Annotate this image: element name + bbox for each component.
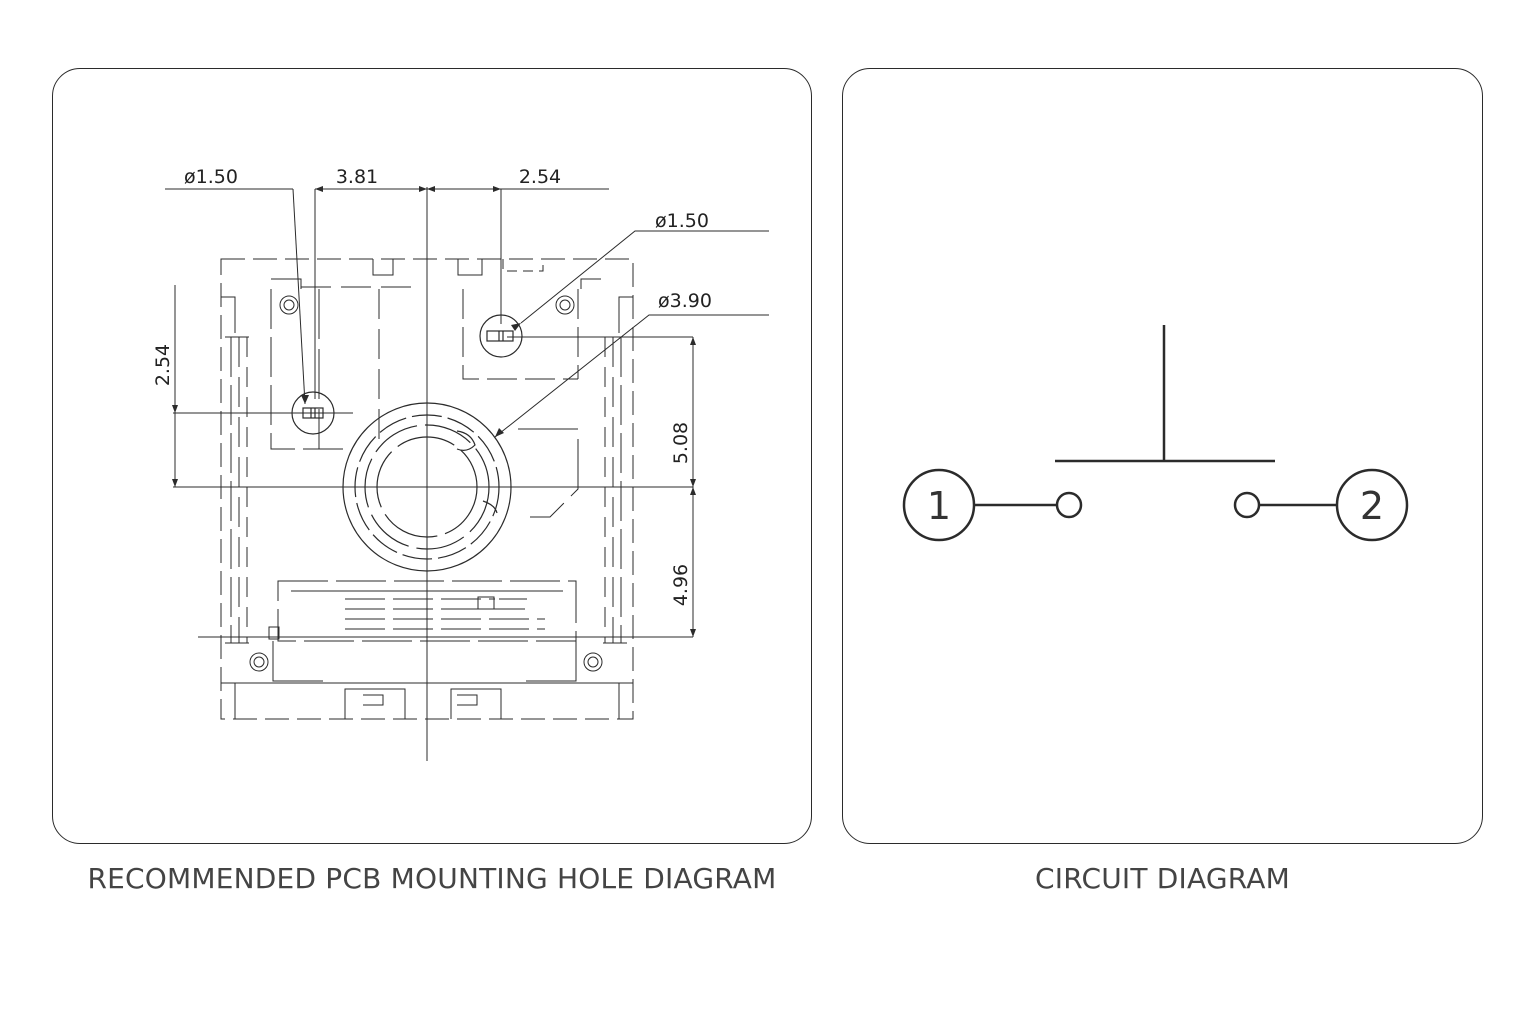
vertical-left-label: 2.54 [152, 344, 174, 386]
vertical-upper-right-label: 5.08 [670, 422, 692, 464]
circuit-diagram-panel: 1 2 [842, 68, 1483, 844]
hole-spacing-left-label: 3.81 [336, 166, 378, 188]
dimension-lines [165, 188, 769, 637]
center-hole-diameter-label: ø3.90 [658, 290, 712, 312]
vertical-lower-right-label: 4.96 [670, 564, 692, 606]
circuit-drawing: 1 2 [902, 325, 1409, 542]
hole-right-diameter-label: ø1.50 [655, 210, 709, 232]
pin-2-label: 2 [1360, 484, 1384, 528]
corner-holes [249, 295, 603, 672]
hole-left-diameter-label: ø1.50 [184, 166, 238, 188]
pin-2-circle [1335, 468, 1409, 542]
pin-1-circle [902, 468, 976, 542]
contact-1 [1055, 491, 1083, 519]
pcb-mounting-diagram-panel: ø1.50 3.81 2.54 ø1.50 ø3.90 2.54 5.08 4.… [52, 68, 812, 844]
reference-lines [173, 187, 693, 761]
hole-spacing-right-label: 2.54 [519, 166, 561, 188]
switch-symbol [902, 325, 1409, 542]
pin-1-label: 1 [927, 484, 951, 528]
pcb-drawing: ø1.50 3.81 2.54 ø1.50 ø3.90 2.54 5.08 4.… [152, 166, 769, 761]
contact-2 [1233, 491, 1261, 519]
pcb-diagram-caption: RECOMMENDED PCB MOUNTING HOLE DIAGRAM [87, 862, 777, 895]
dimension-arrows [172, 186, 696, 637]
mounting-holes [291, 314, 523, 572]
circuit-diagram-caption: CIRCUIT DIAGRAM [1035, 862, 1290, 895]
